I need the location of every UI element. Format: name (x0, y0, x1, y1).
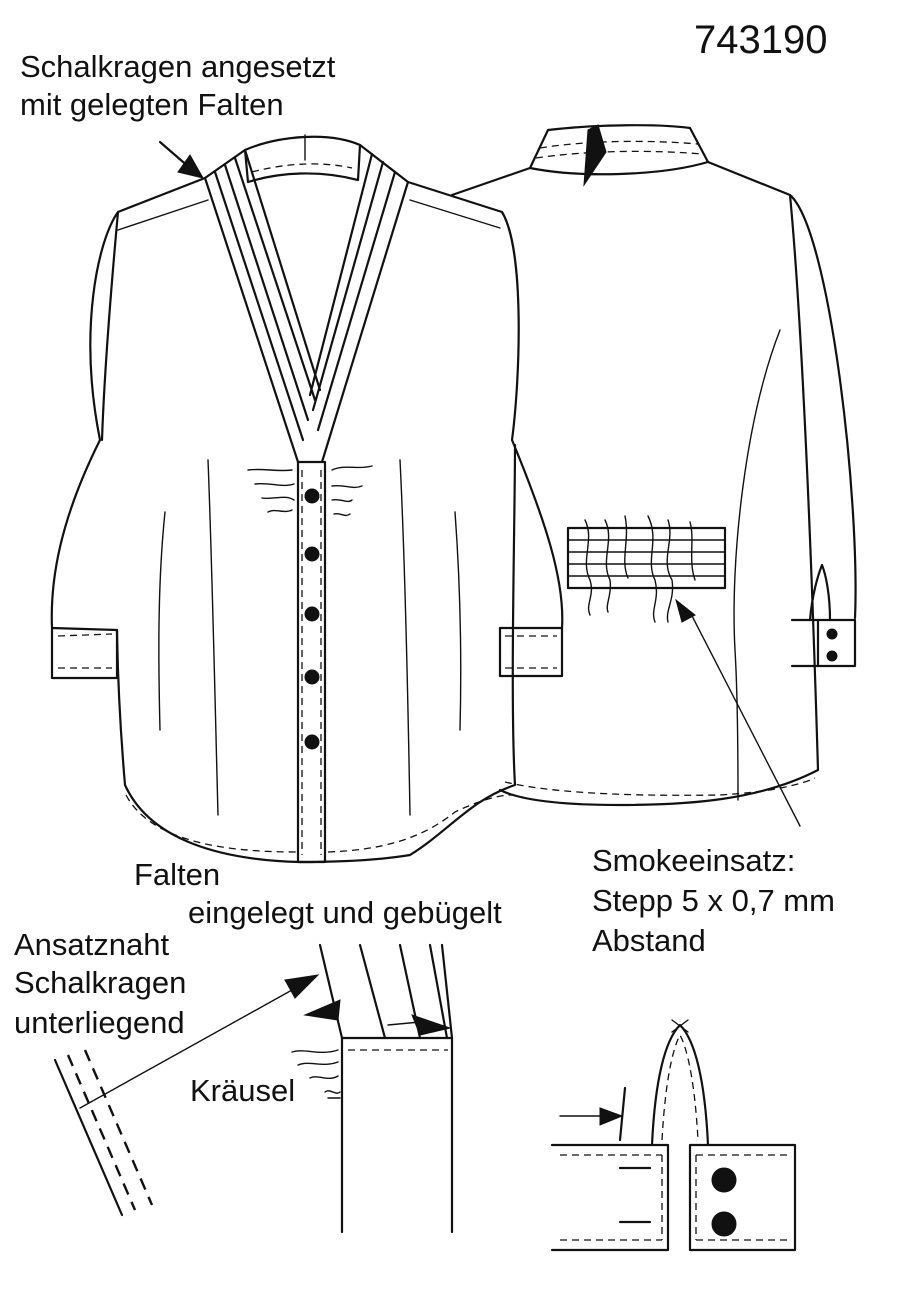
detail-gathers (291, 1049, 341, 1094)
detail-cuff-outline (550, 1143, 797, 1252)
detail-cuff-button-2 (711, 1211, 737, 1237)
front-right-sleeve (498, 626, 564, 678)
seam-note-line1: Ansatznaht (14, 927, 170, 962)
smock-insert-outline (566, 526, 727, 590)
front-placket-stitch (301, 470, 322, 855)
front-back-neck (243, 135, 362, 184)
front-shoulder-seam-right (409, 199, 501, 229)
collar-arrow (158, 140, 205, 179)
detail-band (340, 1036, 454, 1234)
smock-stitch-lines (567, 539, 726, 577)
front-shawl-collar-left (203, 148, 322, 464)
front-body-outline (50, 176, 564, 864)
front-shoulder-right (406, 180, 504, 214)
front-dart-left-2 (207, 459, 219, 816)
front-button-4 (304, 669, 320, 685)
folds-note-line2: eingelegt und gebügelt (188, 895, 502, 930)
detail-pleat-lines (318, 943, 454, 1040)
detail-seam-line (53, 1058, 124, 1217)
smock-note-line1: Smokeeinsatz: (592, 843, 796, 878)
seam-note-line2: Schalkragen (14, 965, 187, 1000)
detail-cuff (550, 1019, 797, 1252)
front-dart-right (399, 459, 411, 816)
smock-gathers (584, 515, 696, 623)
pattern-number: 743190 (694, 18, 828, 62)
front-gathers (247, 465, 373, 517)
back-collar-arrow (583, 124, 607, 187)
front-placket (296, 460, 327, 864)
front-button-3 (304, 606, 320, 622)
detail-cuff-button-1 (711, 1167, 737, 1193)
front-blouse (50, 134, 564, 864)
front-left-cuff-stitch (57, 633, 113, 669)
detail-arrow-left (303, 999, 341, 1021)
front-dart-right-2 (454, 511, 462, 731)
front-left-sleeve (50, 626, 119, 680)
front-button-5 (304, 734, 320, 750)
smock-note-line3: Abstand (592, 923, 706, 958)
front-dart-left (158, 511, 166, 731)
front-hem-stitch (125, 794, 513, 853)
back-cuff-placket (808, 563, 832, 622)
back-cuff (790, 618, 857, 668)
collar-note-line1: Schalkragen angesetzt (20, 49, 336, 84)
back-collar (528, 124, 710, 176)
detail-seam-leader (79, 989, 293, 1109)
front-button-1 (304, 488, 320, 504)
back-blouse (450, 124, 857, 827)
back-collar-stitch (535, 140, 703, 159)
detail-seam (53, 974, 320, 1217)
smock-note-line2: Stepp 5 x 0,7 mm (592, 883, 835, 918)
back-body-outline (450, 160, 857, 807)
seam-note-line3: unterliegend (14, 1005, 185, 1040)
smock-leader (689, 611, 801, 827)
collar-note-line2: mit gelegten Falten (20, 87, 284, 122)
front-neck-stitch (251, 163, 353, 173)
detail-seam-stitch-2 (83, 1049, 154, 1206)
front-button-2 (304, 546, 320, 562)
detail-collar-pleats (291, 943, 454, 1234)
front-shawl-collar-right (308, 143, 410, 464)
detail-cuff-placket (650, 1023, 710, 1147)
back-seam (733, 329, 781, 801)
folds-note-line1: Falten (134, 857, 221, 892)
front-shoulder-seam-left (117, 199, 209, 231)
gather-note: Kräusel (190, 1073, 296, 1108)
detail-seam-stitch-1 (66, 1054, 137, 1211)
detail-arrow-right (411, 1014, 452, 1036)
front-right-cuff-stitch (505, 635, 557, 669)
back-hem-stitch (504, 777, 816, 796)
